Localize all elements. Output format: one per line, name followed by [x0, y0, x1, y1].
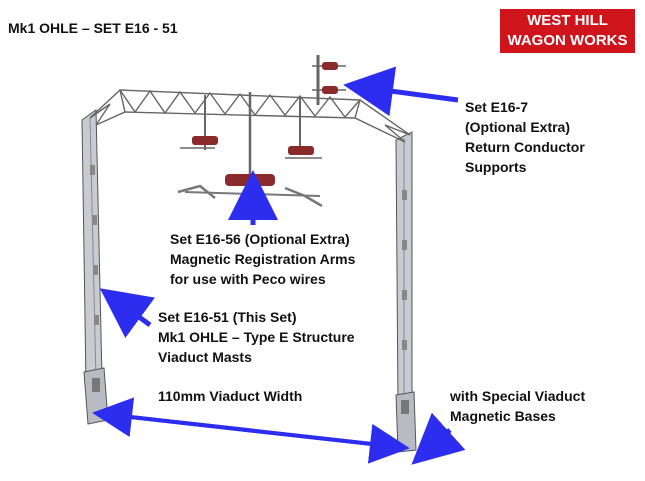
- return-conductor-supports: [312, 55, 346, 105]
- right-mast: [395, 131, 417, 453]
- drop-hangers: [180, 92, 322, 175]
- arrow-this-set: [99, 288, 155, 338]
- label-return-conductor: Set E16-7 (Optional Extra) Return Conduc…: [465, 99, 585, 175]
- label-this-set: Set E16-51 (This Set) Mk1 OHLE – Type E …: [158, 309, 355, 365]
- arrow-bases: [411, 412, 466, 465]
- registration-arms: [177, 174, 323, 208]
- arrow-return-conductor: [343, 66, 459, 117]
- width-dimension-arrow: [92, 397, 410, 464]
- logo-line-2: WAGON WORKS: [507, 32, 628, 49]
- label-viaduct-width: 110mm Viaduct Width: [158, 388, 303, 404]
- logo-line-1: WEST HILL: [527, 12, 608, 29]
- label-registration-arms: Set E16-56 (Optional Extra) Magnetic Reg…: [170, 231, 356, 287]
- page-title: Mk1 OHLE – SET E16 - 51: [8, 20, 178, 36]
- west-hill-logo: WEST HILL WAGON WORKS: [500, 9, 635, 53]
- label-magnetic-bases: with Special Viaduct Magnetic Bases: [450, 388, 586, 424]
- left-mast: [81, 109, 109, 425]
